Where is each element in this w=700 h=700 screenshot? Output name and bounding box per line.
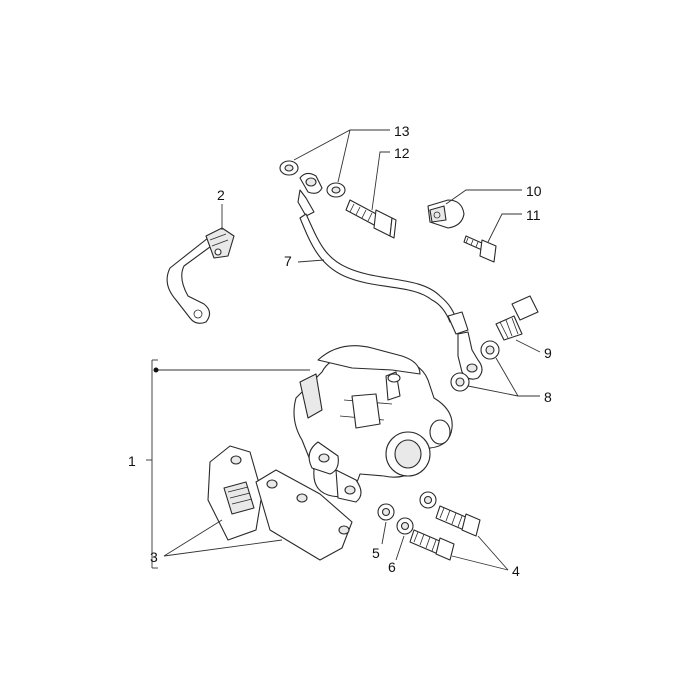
part-12-banjo-bolt (345, 199, 397, 239)
part-2-hose-bracket (166, 227, 235, 324)
callout-12: 12 (394, 145, 410, 161)
part-1-brake-caliper (293, 345, 453, 503)
callout-8: 8 (544, 389, 552, 405)
callout-9: 9 (544, 345, 552, 361)
callout-labels: 1 2 3 4 5 6 7 8 9 10 11 12 13 (128, 123, 552, 579)
callout-10: 10 (526, 183, 542, 199)
part-3-brake-pads (207, 445, 353, 561)
part-9-bolt (495, 295, 539, 341)
part-7-brake-hose (297, 172, 483, 380)
callout-4: 4 (512, 563, 520, 579)
callout-5: 5 (372, 545, 380, 561)
callout-3: 3 (150, 549, 158, 565)
callout-7: 7 (284, 253, 292, 269)
callout-6: 6 (388, 559, 396, 575)
leader-lines (146, 129, 541, 571)
callout-13: 13 (394, 123, 410, 139)
part-8-washers (450, 340, 500, 392)
callout-2: 2 (217, 187, 225, 203)
callout-11: 11 (526, 207, 541, 223)
part-5-washer (377, 503, 395, 521)
part-13-washers (279, 160, 346, 198)
callout-1-dot (153, 367, 159, 373)
part-4-caliper-bolts (409, 505, 481, 561)
part-10-hose-clamp (427, 199, 465, 229)
part-11-screw (463, 235, 497, 263)
part-6-washer (396, 491, 437, 535)
callout-1: 1 (128, 453, 136, 469)
